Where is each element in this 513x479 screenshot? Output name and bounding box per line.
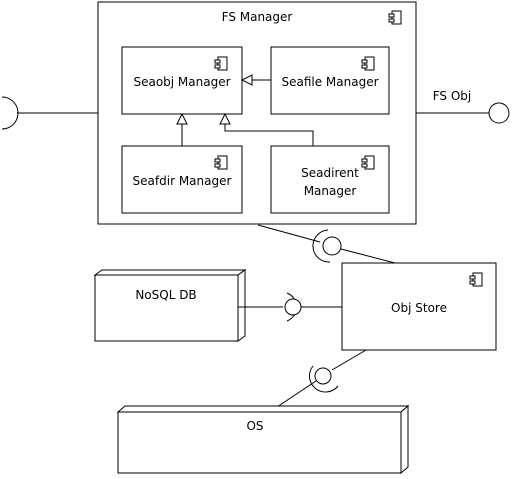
obj-store-label: Obj Store: [391, 301, 447, 315]
generalization-arrowhead: [240, 74, 253, 86]
seafdir-inherits-seaobj-connector: [176, 112, 188, 146]
fs-manager-objstore-interface: [257, 224, 396, 264]
os-node: OS: [116, 404, 410, 475]
nosql-db-node: NoSQL DB: [93, 269, 247, 342]
seadirent-manager-label-line2: Manager: [304, 184, 357, 198]
component-icon: [361, 155, 375, 170]
nosql-objstore-interface: [238, 292, 342, 322]
socket-icon: [312, 229, 331, 263]
socket-icon: [309, 365, 339, 393]
seafile-inherits-seaobj-connector: [240, 74, 271, 86]
component-icon: [214, 155, 228, 170]
component-icon: [388, 10, 402, 25]
seaobj-manager-component: Seaobj Manager: [121, 46, 243, 115]
fs-obj-provided-interface: FS Obj: [416, 89, 510, 124]
seafile-manager-label: Seafile Manager: [281, 75, 378, 89]
nosql-db-label: NoSQL DB: [135, 288, 196, 302]
seadirent-manager-label-line1: Seadirent: [301, 166, 359, 180]
seadirent-manager-component: Seadirent Manager: [270, 145, 390, 214]
fs-manager-label: FS Manager: [222, 10, 293, 24]
left-required-interface: [1, 96, 98, 130]
component-icon: [469, 272, 483, 287]
generalization-arrowhead: [176, 112, 188, 125]
obj-store-component: Obj Store: [341, 262, 497, 351]
seaobj-manager-label: Seaobj Manager: [133, 75, 230, 89]
component-icon: [361, 56, 375, 71]
lollipop-icon: [314, 367, 332, 385]
seadirent-inherits-seaobj-connector: [219, 112, 314, 146]
objstore-os-interface: [276, 349, 367, 408]
seafile-manager-component: Seafile Manager: [270, 46, 390, 115]
os-label: OS: [246, 419, 263, 433]
seafdir-manager-component: Seafdir Manager: [121, 145, 243, 214]
lollipop-icon: [284, 298, 302, 316]
socket-icon: [1, 96, 19, 130]
lollipop-icon: [322, 236, 342, 256]
component-icon: [214, 56, 228, 71]
fs-obj-interface-label: FS Obj: [433, 89, 472, 103]
seafdir-manager-label: Seafdir Manager: [133, 174, 232, 188]
lollipop-icon: [488, 102, 510, 124]
generalization-arrowhead: [219, 112, 231, 125]
